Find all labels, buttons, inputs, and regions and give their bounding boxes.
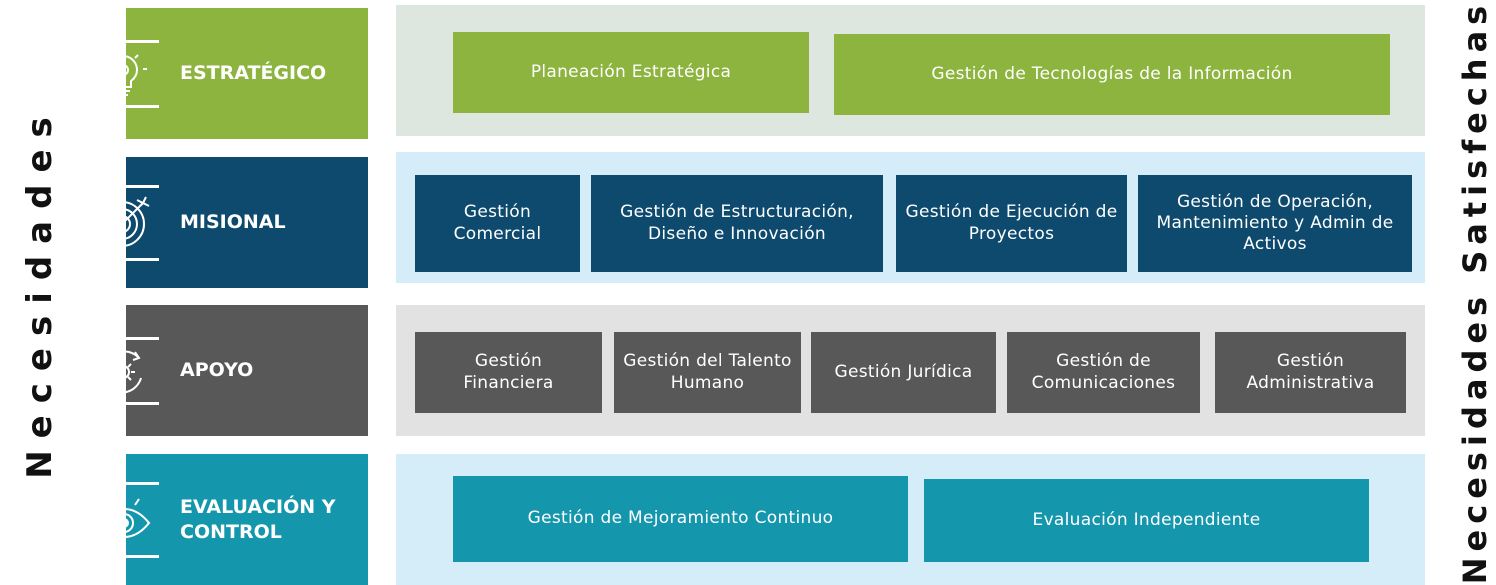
process-box: Gestión Jurídica xyxy=(811,332,996,413)
eye-icon xyxy=(88,482,159,558)
panel-apoyo: Gestión Financiera Gestión del Talento H… xyxy=(396,305,1425,436)
process-box: Evaluación Independiente xyxy=(924,479,1369,562)
panel-misional: Gestión Comercial Gestión de Estructurac… xyxy=(396,152,1425,283)
category-label: ESTRATÉGICO xyxy=(180,62,327,85)
process-box: Gestión de Estructuración, Diseño e Inno… xyxy=(591,175,883,272)
category-label: MISIONAL xyxy=(180,211,286,234)
process-box: Gestión Administrativa xyxy=(1215,332,1406,413)
process-box: Planeación Estratégica xyxy=(453,32,809,113)
left-side-label: Necesidades xyxy=(20,105,60,479)
category-label: EVALUACIÓN Y CONTROL xyxy=(180,495,336,543)
process-box: Gestión de Comunicaciones xyxy=(1007,332,1200,413)
panel-estrategico: Planeación Estratégica Gestión de Tecnol… xyxy=(396,5,1425,136)
category-evaluacion: EVALUACIÓN Y CONTROL xyxy=(88,454,368,585)
process-box: Gestión de Mejoramiento Continuo xyxy=(453,476,908,562)
lightbulb-gear-icon xyxy=(88,40,159,108)
category-misional: MISIONAL xyxy=(88,157,368,288)
target-arrow-icon xyxy=(88,185,159,261)
process-box: Gestión del Talento Humano xyxy=(614,332,801,413)
process-box: Gestión de Tecnologías de la Información xyxy=(834,34,1390,115)
panel-evaluacion: Gestión de Mejoramiento Continuo Evaluac… xyxy=(396,454,1425,585)
gear-cycle-icon xyxy=(88,337,159,405)
category-label: APOYO xyxy=(180,359,254,382)
process-box: Gestión Comercial xyxy=(415,175,580,272)
process-box: Gestión de Operación, Mantenimiento y Ad… xyxy=(1138,175,1412,272)
process-box: Gestión de Ejecución de Proyectos xyxy=(896,175,1127,272)
category-apoyo: APOYO xyxy=(88,305,368,436)
category-estrategico: ESTRATÉGICO xyxy=(88,8,368,139)
row-estrategico: ESTRATÉGICO Planeación Estratégica Gesti… xyxy=(0,0,1496,146)
process-box: Gestión Financiera xyxy=(415,332,602,413)
